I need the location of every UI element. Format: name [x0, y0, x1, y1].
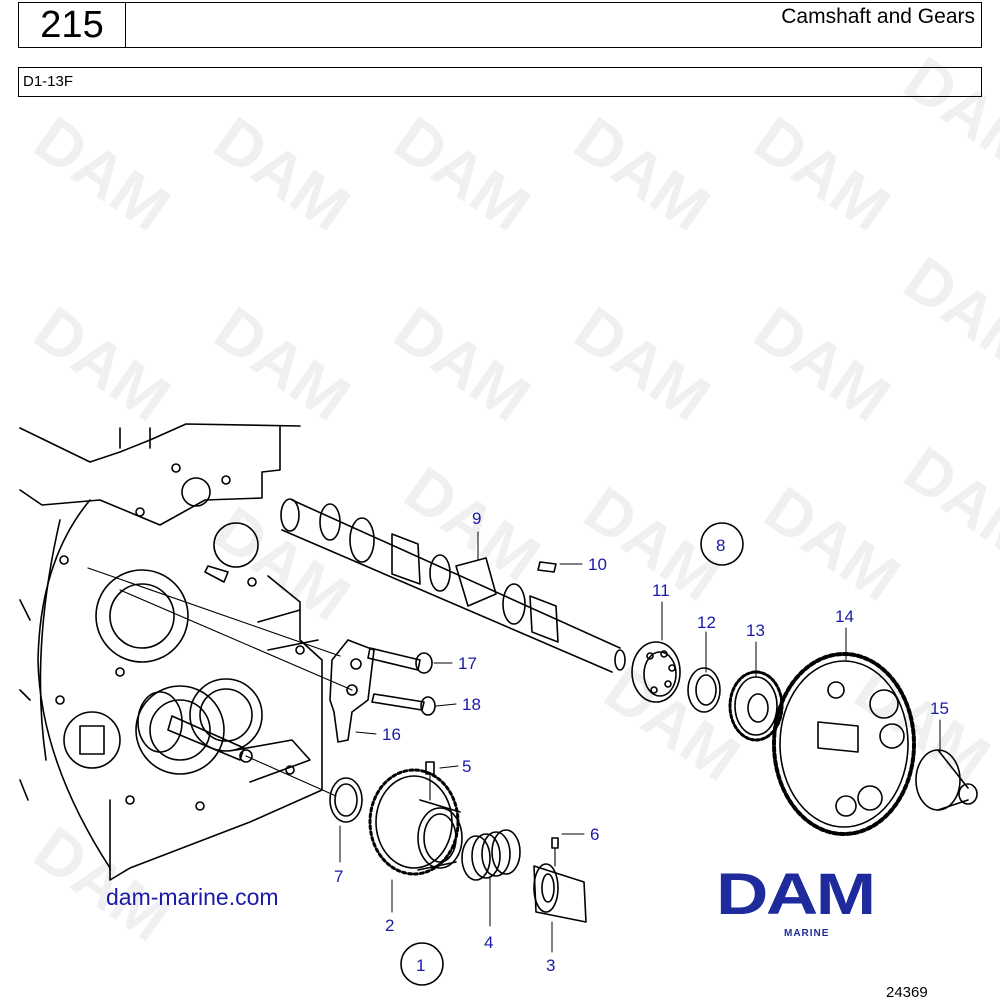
website-link[interactable]: dam-marine.com — [106, 884, 279, 910]
callout-label: 18 — [462, 695, 481, 714]
hub — [533, 837, 587, 923]
watermark: DAM — [562, 102, 723, 245]
bolt-18 — [371, 693, 436, 716]
ball-bearing — [631, 641, 681, 703]
watermark: DAM — [892, 242, 1000, 385]
idler-gear — [368, 768, 463, 876]
key — [537, 561, 557, 573]
spacer-ring — [687, 667, 721, 713]
callout-labels: 1 2 3 4 5 6 7 8 9 10 11 12 13 14 15 16 1… — [334, 509, 949, 975]
watermark: DAM — [892, 42, 1000, 185]
watermark: DAM — [742, 102, 903, 245]
page-title: Camshaft and Gears — [781, 5, 975, 28]
callout-label: 9 — [472, 509, 481, 528]
callout-label: 6 — [590, 825, 599, 844]
drawing-number: 24369 — [886, 984, 928, 1001]
watermark-layer: DAM DAM DAM DAM DAM DAM DAM DAM DAM DAM … — [22, 42, 1000, 955]
callout-label: 3 — [546, 956, 555, 975]
camshaft-gear — [772, 652, 916, 836]
watermark: DAM — [592, 652, 753, 795]
watermark: DAM — [202, 102, 363, 245]
bolt-17 — [367, 647, 433, 674]
watermark: DAM — [742, 292, 903, 435]
callout-label: 12 — [697, 613, 716, 632]
camshaft — [280, 498, 626, 673]
callout-label: 5 — [462, 757, 471, 776]
watermark: DAM — [752, 472, 913, 615]
watermark: DAM — [22, 292, 183, 435]
callout-label: 14 — [835, 607, 854, 626]
callout-label: 7 — [334, 867, 343, 886]
callout-circle — [700, 522, 744, 566]
dam-logo: DAM — [716, 862, 876, 927]
callout-label: 2 — [385, 916, 394, 935]
page-number: 215 — [19, 3, 126, 47]
watermark: DAM — [202, 292, 363, 435]
callout-label: 11 — [652, 581, 670, 600]
callout-label: 13 — [746, 621, 765, 640]
set-screw — [425, 761, 435, 801]
title-block: 215 Camshaft and Gears — [18, 2, 982, 48]
callout-circle — [400, 942, 444, 986]
leader-line — [87, 567, 353, 691]
watermark: DAM — [562, 292, 723, 435]
dam-logo-subtext: MARINE — [784, 928, 830, 939]
callout-label: 16 — [382, 725, 401, 744]
idler-shaft — [137, 691, 337, 797]
snap-ring — [329, 777, 363, 823]
callout-label: 15 — [930, 699, 949, 718]
model-label: D1-13F — [23, 73, 74, 90]
watermark: DAM — [382, 102, 543, 245]
watermark: DAM — [382, 292, 543, 435]
callout-label: 17 — [458, 654, 477, 673]
callout-label: 4 — [484, 933, 493, 952]
watermark: DAM — [22, 102, 183, 245]
model-block: D1-13F — [18, 67, 982, 97]
watermark: DAM — [842, 652, 1000, 795]
callout-label: 1 — [416, 956, 425, 975]
callout-label: 10 — [588, 555, 607, 574]
callout-label: 8 — [716, 536, 725, 555]
guide-plate — [329, 639, 375, 743]
spring — [461, 829, 521, 881]
cover-cap — [915, 749, 978, 811]
callout-leaders — [339, 531, 941, 953]
engine-block — [19, 423, 323, 881]
